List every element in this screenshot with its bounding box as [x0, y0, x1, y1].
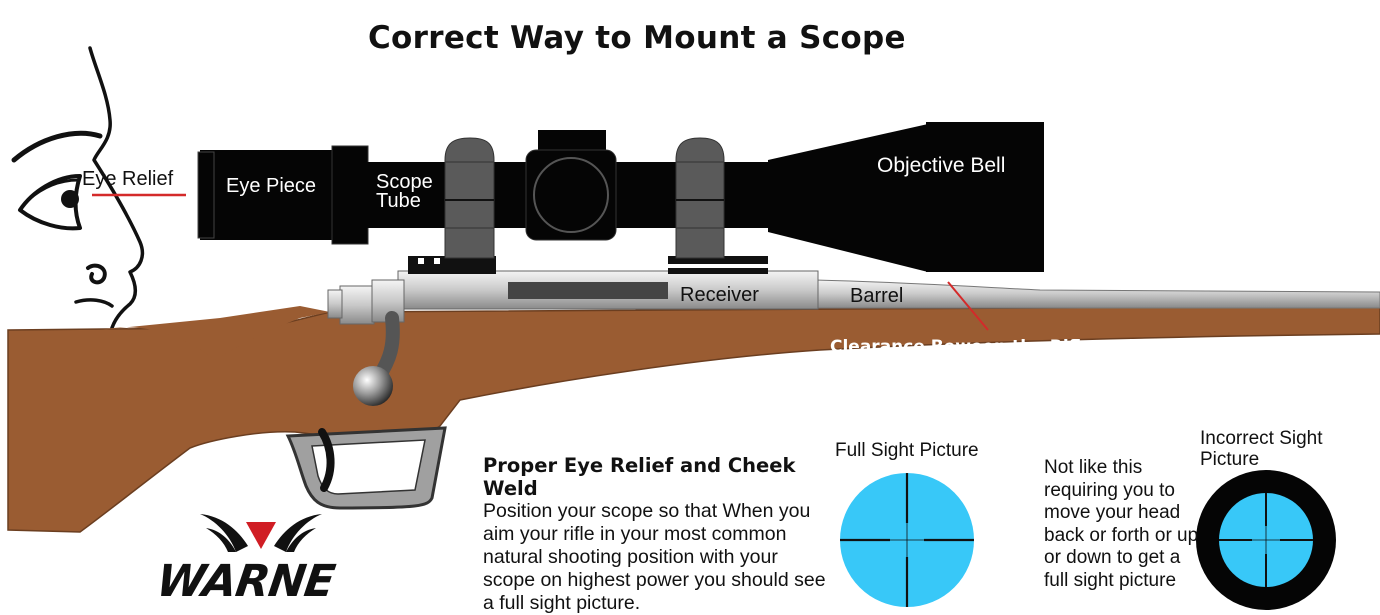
front-ring-strap	[675, 161, 725, 229]
incorrect-sight-picture	[1196, 470, 1336, 610]
instructions-body: Position your scope so that When you aim…	[483, 500, 826, 614]
eye-relief-label: Eye Relief	[82, 168, 174, 190]
rifle-stock	[7, 305, 1380, 533]
scope-tube-label: Scope Tube	[376, 171, 433, 212]
rear-mount-base	[408, 256, 496, 274]
bolt-knob	[353, 366, 393, 406]
receiver-port	[508, 282, 668, 299]
nostril	[86, 263, 107, 285]
rear-mount-slot2	[434, 258, 440, 264]
trigger	[318, 428, 335, 492]
eyelid	[26, 178, 80, 202]
full-sight-label: Full Sight Picture	[835, 440, 979, 461]
elevation-turret	[538, 130, 606, 152]
instructions-heading: Proper Eye Relief and Cheek Weld	[483, 454, 796, 500]
front-mount-slot1	[668, 264, 768, 268]
scope-power-ring	[331, 145, 369, 245]
scope-tube-label-line1: Scope	[376, 171, 433, 193]
scope-objective-bell	[926, 122, 1044, 272]
full-sight-picture	[840, 473, 974, 607]
scope-tube-label-line2: Tube	[376, 190, 421, 212]
scope-eyepiece-lip	[197, 151, 215, 239]
warne-logo-text: WARNE	[153, 556, 338, 607]
eye-piece-label: Eye Piece	[226, 175, 317, 197]
bolt-shroud	[339, 285, 375, 325]
page-title: Correct Way to Mount a Scope	[368, 20, 906, 56]
objective-bell-label: Objective Bell	[877, 154, 1006, 177]
face-drawing	[11, 46, 145, 338]
face-profile	[88, 46, 145, 338]
eyebrow	[11, 130, 103, 163]
windage-turret	[533, 157, 609, 233]
stock-cheek	[100, 306, 330, 360]
rear-ring-strap	[444, 161, 495, 229]
clearance-label: Clearance Beween the Rifle and Objective…	[830, 337, 1274, 357]
incorrect-sight-label: Incorrect Sight Picture	[1200, 428, 1323, 470]
warne-logo-emblem	[200, 514, 322, 552]
bolt-end	[327, 289, 343, 319]
incorrect-sight-note: Not like this requiring you to move your…	[1044, 457, 1199, 591]
barrel-label: Barrel	[850, 285, 904, 307]
trigger-guard-inner	[311, 439, 426, 495]
rear-mount-slot1	[418, 258, 424, 264]
receiver-label: Receiver	[680, 284, 759, 306]
scope-eyepiece	[200, 150, 334, 240]
instructions-block: Proper Eye Relief and Cheek Weld Positio…	[483, 454, 828, 615]
lips	[74, 298, 114, 308]
clearance-line	[947, 281, 989, 331]
rifle-barrel	[814, 279, 1380, 309]
eye-pupil	[61, 190, 79, 208]
scope-objective-taper	[768, 124, 928, 272]
